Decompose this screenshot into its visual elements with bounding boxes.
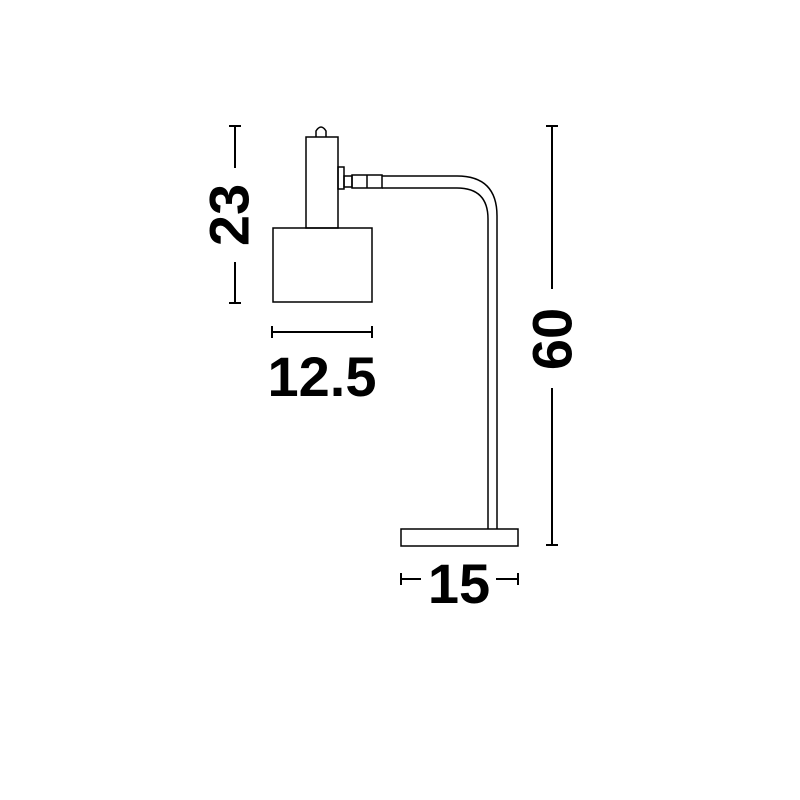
lamp-socket bbox=[305, 136, 339, 229]
lamp-top-knob bbox=[315, 126, 327, 137]
shade-width-label: 12.5 bbox=[268, 345, 377, 408]
lamp-joint bbox=[337, 166, 345, 190]
base-width-label: 15 bbox=[428, 552, 490, 615]
shade-height-dimension bbox=[229, 125, 241, 304]
total-height-label: 60 bbox=[521, 308, 584, 370]
base-width-dimension bbox=[400, 573, 519, 585]
total-height-dimension bbox=[546, 125, 558, 546]
dimension-lines bbox=[229, 125, 558, 585]
lamp-base bbox=[400, 528, 519, 547]
shade-height-label: 23 bbox=[198, 184, 261, 246]
lamp-arm bbox=[382, 175, 498, 529]
shade-width-dimension bbox=[271, 326, 373, 338]
lamp-connector bbox=[343, 175, 353, 188]
lamp-shade bbox=[272, 227, 373, 303]
lamp-drawing bbox=[272, 126, 519, 547]
